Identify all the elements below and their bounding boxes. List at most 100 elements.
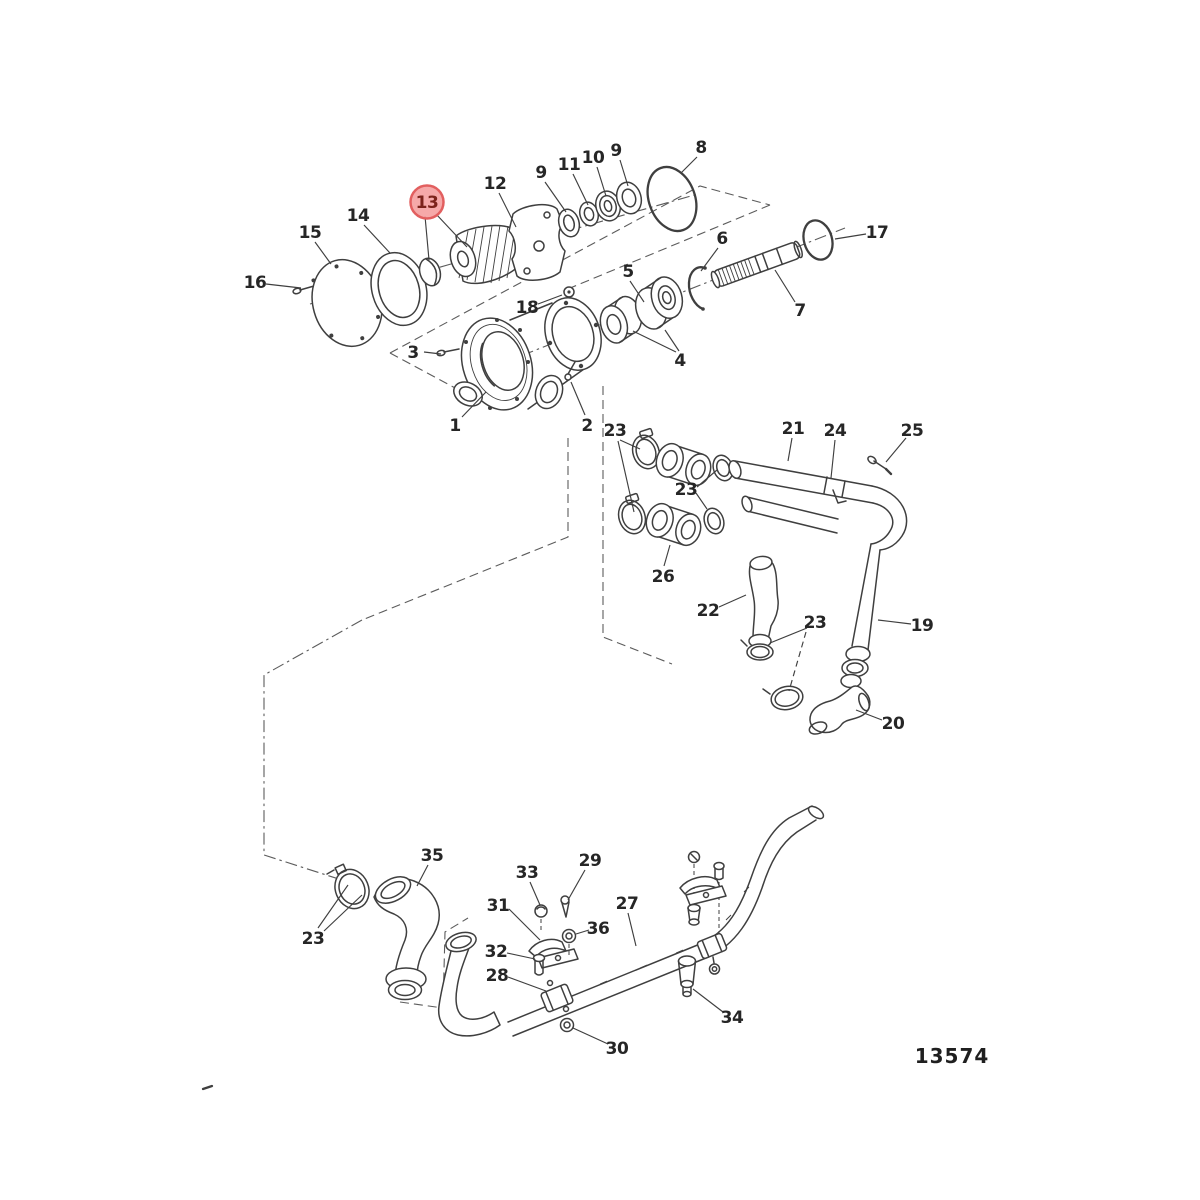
leader-line-23 — [619, 439, 641, 450]
leader-line-13 — [435, 213, 468, 248]
middle-hose-assembly — [617, 427, 908, 735]
callout-24-21: 24 — [824, 421, 847, 441]
upper-pump-assembly — [292, 165, 834, 411]
callout-34-39: 34 — [721, 1008, 744, 1028]
callout-7-17: 7 — [794, 301, 805, 321]
bearing-part — [634, 276, 684, 330]
hose-clamp-part — [631, 427, 661, 470]
callout-26-24: 26 — [652, 567, 675, 587]
leader-line-8 — [680, 156, 698, 174]
screw-part — [867, 455, 893, 476]
callout-17-18: 17 — [866, 223, 889, 243]
impeller-part — [449, 224, 525, 285]
callout-9-8: 9 — [610, 141, 621, 161]
leader-line-2 — [570, 381, 586, 416]
water-pipe-part — [728, 460, 874, 504]
leader-line-14 — [363, 224, 391, 254]
leader-line-23 — [323, 894, 363, 932]
curved-hose-part — [740, 555, 779, 661]
leader-line-7 — [774, 269, 796, 303]
callout-29-31: 29 — [579, 851, 602, 871]
leader-line-23 — [788, 631, 807, 692]
leader-line-9 — [619, 159, 629, 187]
figure-number: 13574 — [915, 1044, 990, 1068]
hose-coupling-part — [655, 442, 712, 487]
leader-line-6 — [700, 247, 719, 272]
callout-35-29: 35 — [421, 846, 444, 866]
corner-tick — [201, 1084, 214, 1091]
pipe-bracket-part — [832, 489, 847, 504]
leader-line-9 — [544, 181, 567, 213]
leader-line-23 — [617, 440, 635, 513]
o-ring-part — [802, 219, 834, 261]
callout-30-38: 30 — [606, 1039, 629, 1059]
leader-line-21 — [787, 437, 793, 462]
bracket-part — [528, 938, 579, 969]
cap-part — [534, 904, 548, 931]
fitting-bolt-part — [563, 286, 575, 306]
leader-line-19 — [877, 619, 912, 625]
callout-27-36: 27 — [616, 894, 639, 914]
leader-line-27 — [627, 912, 637, 947]
callout-1-12: 1 — [449, 416, 460, 436]
leader-line-23 — [696, 469, 718, 488]
leader-line-18 — [537, 294, 563, 305]
leader-line-24 — [830, 439, 836, 479]
hose-clamp-part — [617, 492, 647, 535]
pump-housing-part — [453, 297, 602, 411]
leader-line-30 — [572, 1027, 609, 1045]
callout-14-2: 14 — [347, 206, 370, 226]
callout-23-23: 23 — [675, 480, 698, 500]
callout-8-9: 8 — [695, 138, 706, 158]
callout-22-25: 22 — [697, 601, 720, 621]
leader-line-4 — [632, 330, 677, 353]
callout-5-14: 5 — [622, 262, 633, 282]
callout-23-19: 23 — [604, 421, 627, 441]
callout-33-30: 33 — [516, 863, 539, 883]
callout-23-26: 23 — [804, 613, 827, 633]
leader-line-15 — [314, 241, 332, 265]
o-ring-part — [646, 165, 698, 233]
mounting-hardware-group — [679, 850, 728, 975]
leader-line-17 — [834, 233, 867, 240]
leader-line-25 — [885, 437, 907, 463]
leader-line-5 — [629, 280, 645, 303]
leader-line-29 — [567, 869, 586, 901]
seal-ring-part — [703, 507, 725, 535]
projection-guides — [201, 185, 846, 1091]
callout-32-34: 32 — [485, 942, 508, 962]
leader-line-22 — [718, 594, 747, 608]
hose-coupling-part — [645, 502, 702, 547]
cam-plate-part — [508, 203, 566, 281]
gasket-part — [370, 251, 428, 327]
callout-18-10: 18 — [516, 298, 539, 318]
leader-line-26 — [663, 544, 671, 567]
callout-21-20: 21 — [782, 419, 805, 439]
drain-fitting-part — [677, 955, 697, 998]
shaft-part — [710, 240, 803, 289]
leader-line-10 — [596, 166, 607, 197]
leader-line-20 — [855, 709, 883, 721]
callout-3-11: 3 — [407, 343, 418, 363]
leader-line-23 — [769, 627, 808, 644]
leader-line-13 — [424, 215, 430, 261]
leader-line-28 — [507, 976, 547, 992]
leader-line-23 — [695, 492, 708, 510]
leader-line-32 — [506, 952, 536, 960]
callout-16-0: 16 — [244, 273, 267, 293]
callout-4-15: 4 — [674, 351, 686, 371]
leader-line-35 — [416, 864, 429, 887]
bolt-part — [532, 953, 546, 976]
leader-line-1 — [461, 391, 487, 418]
j-hose-part — [437, 931, 501, 1037]
leader-line-23 — [317, 884, 349, 929]
pipe-bend-part — [840, 485, 908, 689]
leader-line-34 — [692, 988, 724, 1013]
seal-part — [615, 181, 643, 215]
screw-part — [292, 285, 315, 295]
leader-line-11 — [572, 173, 589, 206]
water-pipe-part — [741, 495, 839, 534]
